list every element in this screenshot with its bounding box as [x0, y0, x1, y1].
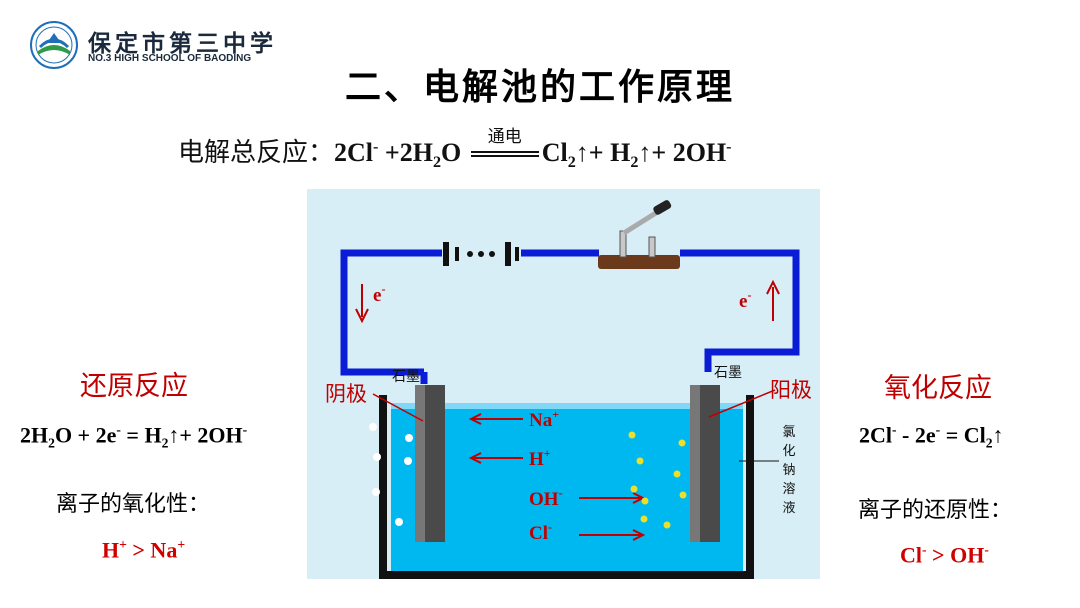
- wire-left: [340, 249, 442, 376]
- electrolyte: [391, 407, 743, 571]
- cathode-equation: 2H2O + 2e- = H2↑+ 2OH-: [20, 422, 247, 452]
- anode-label: 阳极: [770, 378, 812, 402]
- school-logo-icon: [30, 21, 78, 69]
- solution-label-5: 液: [782, 501, 795, 516]
- charge: +: [177, 537, 186, 552]
- equals-bar: [470, 151, 539, 157]
- eq-term: H: [102, 537, 120, 563]
- eq-term: ↑: [992, 422, 1004, 448]
- chlorine-bubbles: [628, 431, 687, 529]
- charge: -: [984, 542, 989, 557]
- anode-equation: 2Cl- - 2e- = Cl2↑: [859, 422, 1004, 452]
- oxidation-heading: 氧化反应: [884, 373, 992, 404]
- page-title: 二、电解池的工作原理: [344, 67, 735, 108]
- charge: -: [935, 422, 941, 437]
- eq-term: ↑+ 2OH: [638, 138, 727, 167]
- eq-term: Cl: [900, 542, 922, 568]
- charge: -: [892, 422, 897, 437]
- electron-label-right: e-: [739, 288, 751, 312]
- eq-term: ↑+ 2OH: [168, 422, 243, 448]
- charge: -: [922, 542, 927, 557]
- condition-label: 通电: [487, 127, 522, 147]
- battery-icon: [443, 242, 519, 266]
- ion-na: Na+: [529, 407, 559, 431]
- ion-oh: OH-: [529, 486, 563, 510]
- charge: -: [116, 422, 121, 437]
- eq-term: O: [441, 138, 468, 167]
- reducing-order: Cl- > OH-: [900, 542, 989, 568]
- solution-label-4: 溶: [782, 482, 795, 497]
- oxidizing-property: 离子的氧化性：: [56, 492, 211, 517]
- eq-term: > OH: [926, 542, 985, 568]
- eq-term: > Na: [126, 537, 178, 563]
- eq-term: - 2e: [896, 422, 936, 448]
- eq-term: 2Cl: [334, 138, 374, 167]
- ion-h: H+: [529, 446, 551, 470]
- school-name-en: NO.3 HIGH SCHOOL OF BAODING: [88, 53, 252, 64]
- solution-label-2: 化: [782, 444, 795, 459]
- cathode-material: 石墨: [392, 369, 420, 385]
- solution-label-3: 钠: [782, 463, 795, 478]
- eq-term: 2Cl: [859, 422, 892, 448]
- subscript: 2: [432, 154, 441, 172]
- eq-term: +2H: [378, 138, 433, 167]
- subscript: 2: [48, 435, 55, 451]
- electron-label-left: e-: [373, 282, 385, 306]
- switch-icon: [598, 200, 680, 269]
- charge: -: [242, 422, 248, 437]
- cell-container: [379, 395, 754, 579]
- eq-term: O + 2e: [54, 422, 117, 448]
- reducing-property: 离子的还原性：: [858, 498, 1013, 523]
- reduction-heading: 还原反应: [80, 371, 188, 402]
- overall-lead: 电解总反应：: [178, 138, 335, 168]
- oxidizing-order: H+ > Na+: [102, 537, 185, 563]
- reaction-condition: 通电: [468, 127, 542, 168]
- ion-cl: Cl-: [529, 520, 552, 544]
- charge: -: [726, 138, 732, 156]
- eq-term: = Cl: [940, 422, 986, 448]
- electrolysis-diagram: e- e- 石墨 石墨 阴极 阳极 Na+ H+ OH- Cl-: [307, 189, 820, 579]
- charge: -: [373, 138, 379, 156]
- eq-term: Cl: [541, 138, 568, 167]
- charge: +: [119, 537, 127, 552]
- subscript: 2: [567, 154, 576, 172]
- school-name: 保定市第三中学: [88, 30, 277, 57]
- subscript: 2: [630, 154, 639, 172]
- eq-term: ↑+ H: [575, 138, 631, 167]
- wire-right: [680, 249, 800, 372]
- anode-material: 石墨: [714, 365, 742, 381]
- subscript: 2: [985, 435, 993, 451]
- eq-term: 2H: [20, 422, 49, 448]
- cathode-label: 阴极: [325, 382, 367, 406]
- solution-label-1: 氯: [782, 425, 795, 440]
- eq-term: = H: [120, 422, 162, 448]
- hydrogen-bubbles: [369, 423, 413, 526]
- subscript: 2: [161, 435, 169, 451]
